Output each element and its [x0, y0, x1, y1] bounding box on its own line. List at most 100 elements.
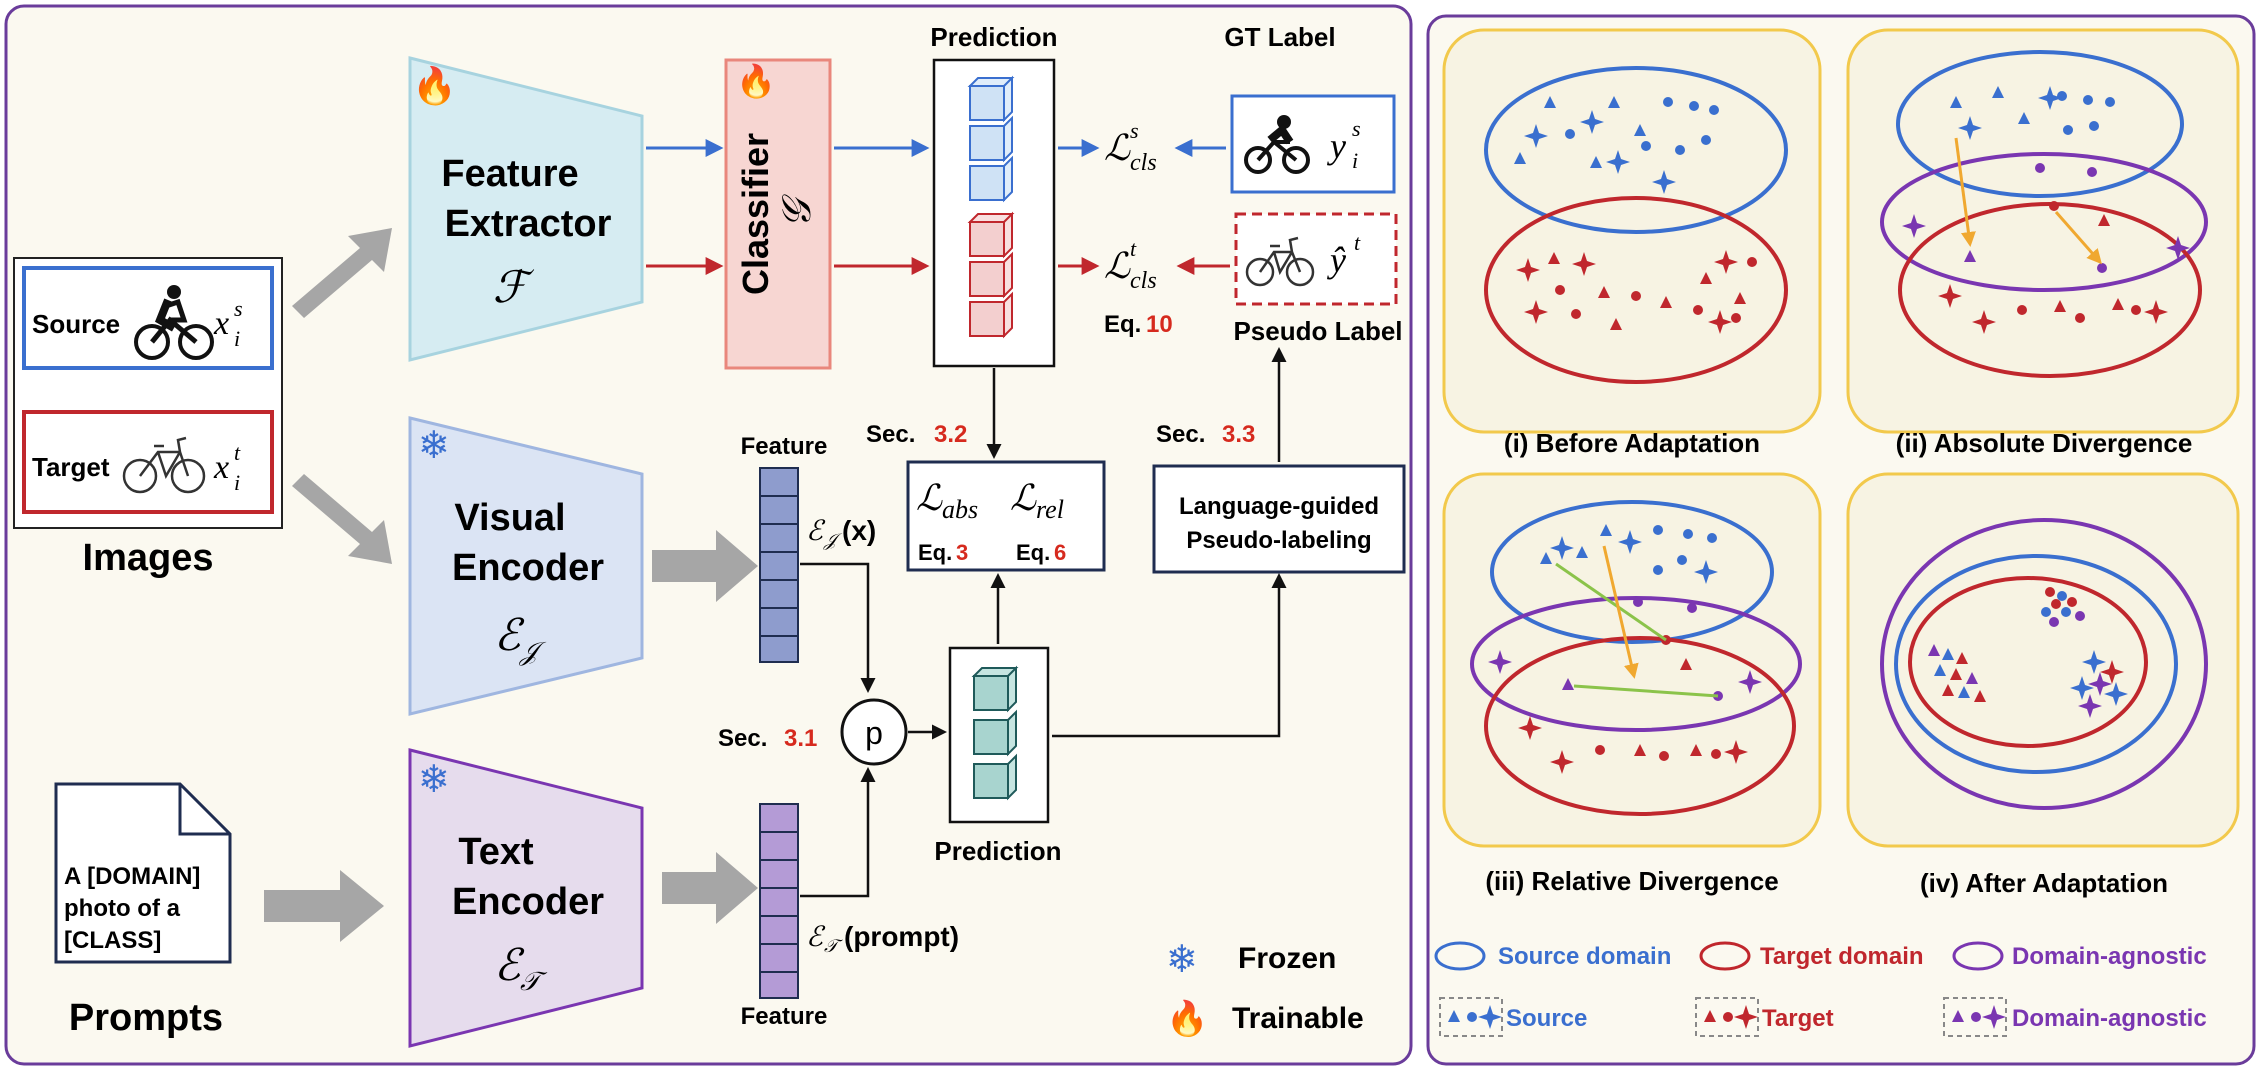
panel-iv-points: [1928, 587, 2128, 718]
prompt-document: [54, 782, 232, 964]
l-rel-symbol: ℒ: [1010, 478, 1037, 518]
te-symbol: ℰ: [494, 941, 525, 990]
prompts-caption: Prompts: [69, 997, 223, 1039]
prediction-bottom-label: Prediction: [934, 836, 1061, 866]
arrow-tfeat-to-p: [800, 767, 876, 898]
y-s-sub: i: [1352, 148, 1358, 173]
prompt-line-1: A [DOMAIN]: [64, 863, 200, 890]
lcls-t-sub: cls: [1130, 268, 1157, 294]
y-s-symbol: y: [1327, 126, 1346, 166]
legend-target-domain-label: Target domain: [1760, 943, 1924, 970]
p-node-label: p: [865, 715, 883, 751]
arrow-ve-to-feature: [652, 530, 758, 602]
legend-snowflake-icon: ❄: [1166, 939, 1198, 981]
pseudo-label-box: [1234, 212, 1398, 306]
legend-source-domain-icon: [1434, 941, 1486, 971]
legend-source-markers-icon: [1439, 997, 1503, 1037]
legend-source-domain-label: Source domain: [1498, 943, 1671, 970]
l-abs-symbol: ℒ: [916, 478, 943, 518]
visual-feature-vector: [759, 467, 799, 663]
prompt-line-2: photo of a: [64, 895, 181, 922]
source-cyclist-icon: [134, 285, 214, 360]
panel-i-source-points: [1514, 96, 1719, 194]
arrow-predb-to-lang: [1052, 573, 1287, 738]
legend-agnostic-domain-label: Domain-agnostic: [2012, 943, 2207, 970]
x-s-symbol: x: [213, 305, 229, 342]
feature-extractor-block: [408, 56, 644, 362]
enc-j-x-arg: (x): [842, 515, 876, 546]
panel-i-target-ellipse: [1484, 196, 1788, 384]
ve-label-1: Visual: [454, 497, 565, 539]
enc-j-x-symbol: ℰ: [806, 516, 826, 547]
x-s-sub: i: [234, 326, 240, 351]
panel-iv-target-ellipse: [1908, 576, 2148, 748]
legend-trainable-label: Trainable: [1232, 1002, 1364, 1035]
panel-iv: [1846, 472, 2240, 848]
legend-agnostic-markers-icon: [1943, 997, 2007, 1037]
y-hat-sup: t: [1354, 230, 1361, 255]
legend-agnostic-label: Domain-agnostic: [2012, 1005, 2207, 1032]
images-caption: Images: [83, 537, 214, 579]
p-node: [840, 698, 908, 766]
arrow-vfeat-to-p: [800, 562, 876, 693]
panel-iii-source-ellipse: [1490, 500, 1774, 644]
gt-cyclist-icon: [1244, 115, 1310, 174]
classifier-block: [724, 58, 832, 370]
feature-top-label: Feature: [741, 433, 828, 460]
panel-ii-source-ellipse: [1896, 50, 2184, 198]
prompt-document-fold: [178, 784, 230, 836]
eq6-number: 6: [1054, 540, 1066, 565]
te-label-1: Text: [458, 831, 534, 873]
panel-iv-source-ellipse: [1894, 554, 2178, 774]
panel-ii-caption: (ii) Absolute Divergence: [1896, 428, 2193, 458]
lcls-t-symbol: ℒ: [1104, 246, 1131, 286]
l-rel-sub: rel: [1036, 495, 1064, 524]
l-abs-sub: abs: [942, 495, 978, 524]
enc-t-prompt-symbol: ℰ: [806, 922, 826, 953]
legend-agnostic-domain-icon: [1952, 941, 2004, 971]
panel-ii-points: [1902, 86, 2190, 334]
panel-i-caption: (i) Before Adaptation: [1504, 428, 1760, 458]
target-bicycle-icon: [122, 436, 206, 494]
lcls-t-sup: t: [1130, 236, 1137, 261]
classifier-fire-icon: 🔥: [736, 63, 776, 99]
target-label: Target: [32, 452, 110, 482]
ve-snowflake-icon: ❄: [418, 425, 450, 467]
panel-iv-caption: (iv) After Adaptation: [1920, 868, 2168, 898]
te-label-2: Encoder: [452, 881, 604, 923]
lcls-s-symbol: ℒ: [1104, 128, 1131, 168]
panel-ii: [1846, 28, 2240, 434]
prediction-top-label: Prediction: [930, 22, 1057, 52]
pred-bottom-cubes: [971, 665, 1019, 801]
eq10-number: 10: [1146, 311, 1173, 338]
lcls-s-sup: s: [1130, 118, 1139, 143]
panel-i-source-ellipse: [1484, 66, 1788, 234]
gt-label-title: GT Label: [1224, 22, 1335, 52]
legend-frozen-label: Frozen: [1238, 942, 1336, 975]
y-hat-symbol: ŷ: [1327, 240, 1346, 280]
x-t-sup: t: [234, 440, 241, 465]
sec32-prefix: Sec.: [866, 421, 915, 448]
arrow-images-to-ve: [292, 474, 392, 564]
pseudo-label-caption: Pseudo Label: [1233, 316, 1402, 346]
x-t-sub: i: [234, 470, 240, 495]
te-snowflake-icon: ❄: [418, 759, 450, 801]
feature-bottom-label: Feature: [741, 1003, 828, 1030]
gt-label-box: [1230, 94, 1396, 194]
eq6-prefix: Eq.: [1016, 540, 1050, 565]
prompt-line-3: [CLASS]: [64, 927, 161, 954]
source-image-box: [22, 266, 274, 370]
panel-iv-agnostic-ellipse: [1880, 518, 2208, 810]
panel-iii-caption: (iii) Relative Divergence: [1485, 866, 1778, 896]
lcls-s-sub: cls: [1130, 150, 1157, 176]
legend-fire-icon: 🔥: [1166, 999, 1208, 1038]
ve-label-2: Encoder: [452, 547, 604, 589]
source-label: Source: [32, 309, 120, 339]
visual-encoder-block: [408, 416, 644, 716]
x-t-symbol: x: [213, 449, 229, 486]
legend-target-domain-icon: [1699, 941, 1751, 971]
legend-source-label: Source: [1506, 1005, 1587, 1032]
text-feature-vector: [759, 803, 799, 999]
